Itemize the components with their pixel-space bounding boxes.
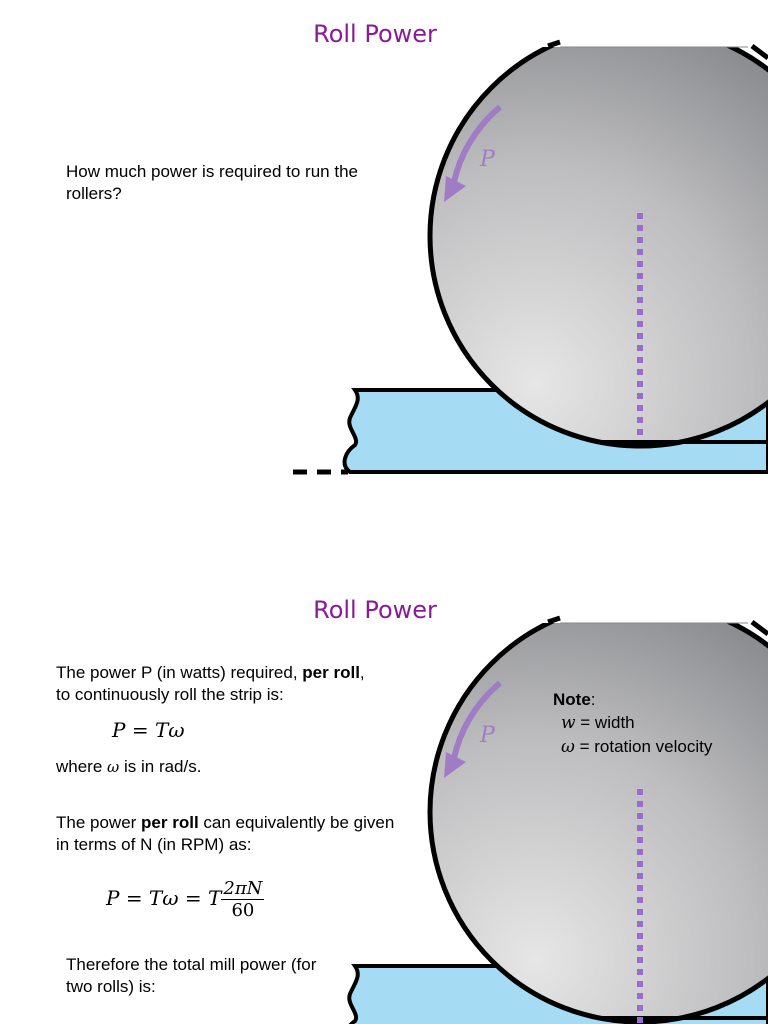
- arrow-label: P: [480, 723, 495, 748]
- roll-diagram: [347, 576, 768, 1024]
- where-omega-text: where ω is in rad/s.: [56, 757, 202, 776]
- slide-title: Roll Power: [313, 20, 437, 48]
- note-w-symbol: w: [561, 713, 576, 733]
- rotation-arrow: [451, 104, 502, 183]
- equation-power-torque: P = Tω: [112, 718, 185, 742]
- paragraph-power-per-roll: The power P (in watts) required, per rol…: [56, 663, 365, 704]
- note-heading: Note: [553, 690, 591, 709]
- roll: [427, 23, 768, 449]
- question-text: How much power is required to run the ro…: [66, 162, 358, 203]
- slide-roll-power-1: Roll Power How much power is required to…: [66, 0, 768, 475]
- note-omega-definition: = rotation velocity: [574, 737, 713, 756]
- slide-roll-power-2: Roll Power P Note: w = width ω = rotatio…: [0, 576, 768, 1024]
- note-omega-symbol: ω: [561, 737, 575, 757]
- rotation-arrow: [451, 680, 502, 759]
- paragraph-power-rpm: The power per roll can equivalently be g…: [56, 813, 395, 854]
- arrow-label: P: [480, 147, 495, 172]
- slide-title: Roll Power: [313, 596, 437, 624]
- roll-diagram: [293, 0, 768, 475]
- paragraph-total-mill-power: Therefore the total mill power (for two …: [66, 955, 317, 996]
- note-w-definition: = width: [575, 713, 635, 732]
- note-box: Note: w = width ω = rotation velocity: [553, 690, 713, 757]
- roll: [427, 599, 768, 1024]
